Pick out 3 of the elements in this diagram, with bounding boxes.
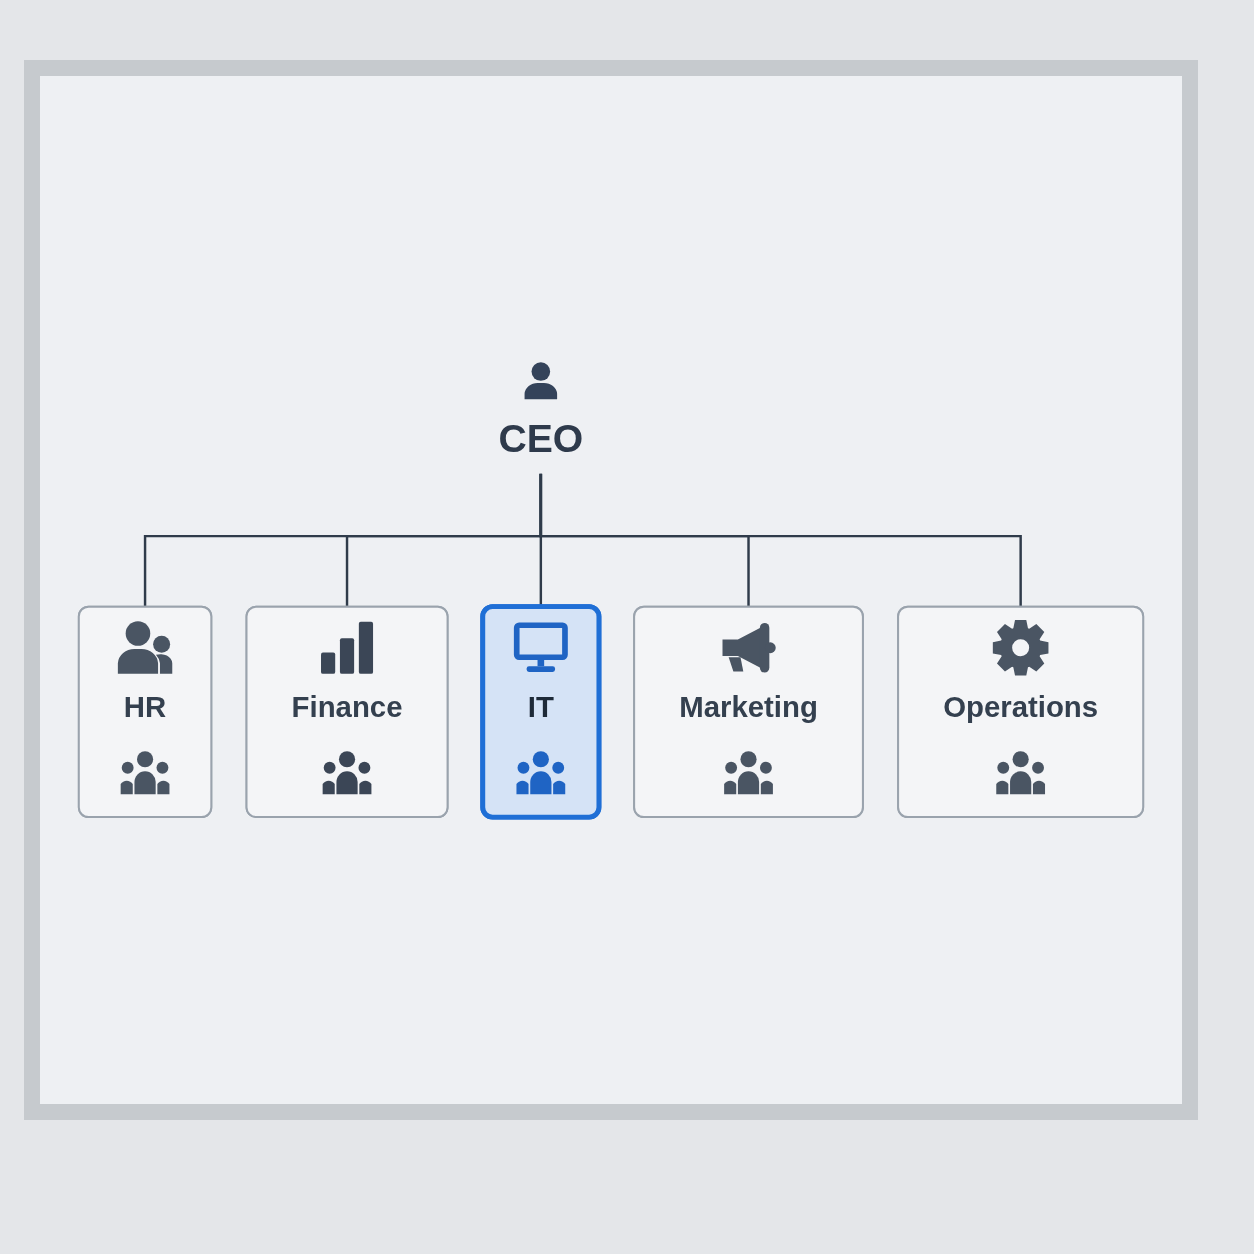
node-text: CEO [498, 416, 584, 460]
connector [539, 473, 1022, 607]
whiteboard: CEO HR Finance IT Marketing Operations [24, 60, 1198, 1120]
